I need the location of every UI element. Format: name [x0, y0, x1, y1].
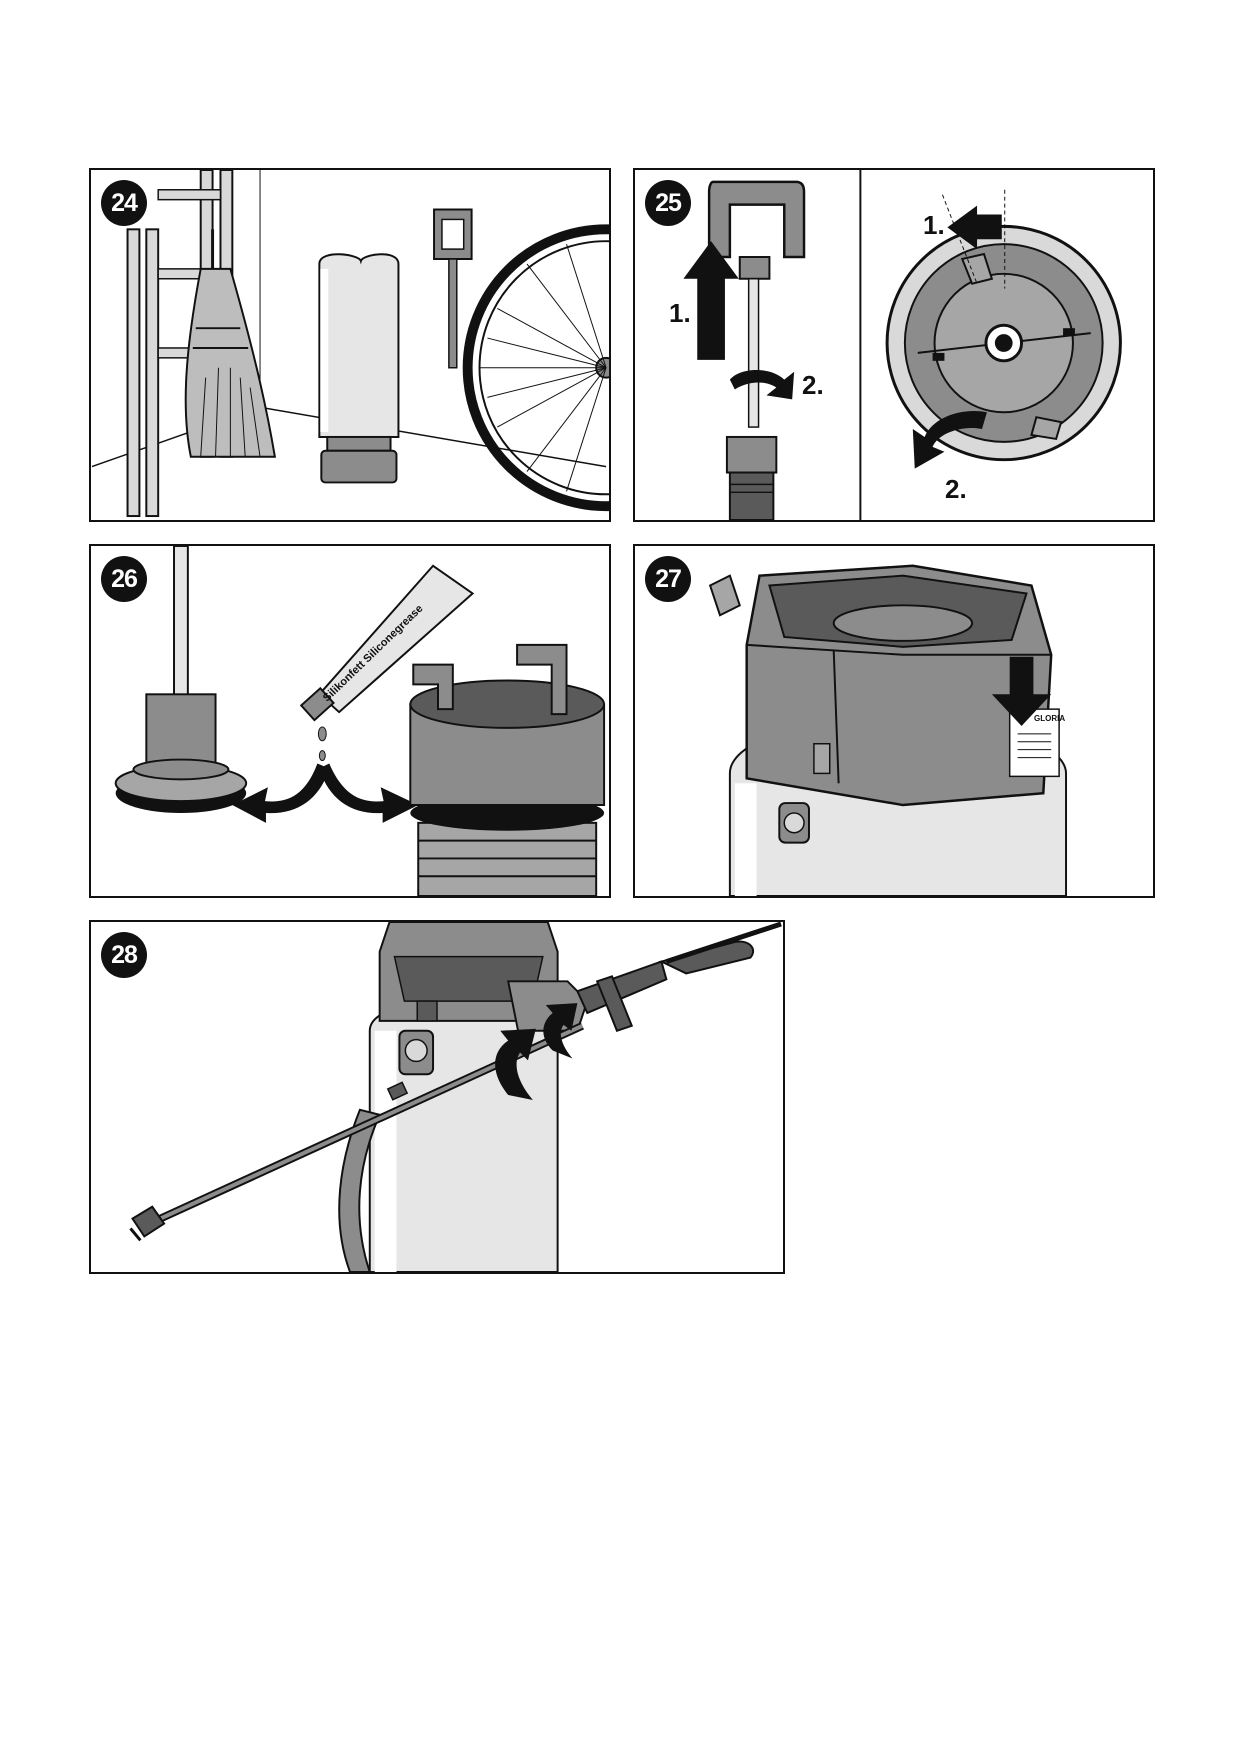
figure-number-badge: 26	[101, 556, 147, 602]
arrow-right-icon	[319, 763, 419, 823]
grease-tube-icon	[299, 564, 475, 762]
spray-handle-icon	[576, 922, 782, 1032]
figure-number-badge: 25	[645, 180, 691, 226]
arrow-up-icon	[683, 241, 739, 360]
rotate-arrow-icon	[729, 369, 795, 400]
step-label: 2.	[802, 370, 824, 400]
step-label: 1.	[669, 298, 691, 328]
brand-label-text: GLORIA	[1034, 714, 1066, 723]
figure-number-badge: 27	[645, 556, 691, 602]
lubrication-illustration	[114, 546, 606, 896]
spray-lance-mounting-illustration	[129, 922, 782, 1272]
tank-neck-illustration	[708, 564, 1068, 896]
cylinder-top-icon	[409, 643, 606, 896]
pump-handle-icon	[707, 180, 806, 520]
filler-neck-icon	[378, 922, 589, 1076]
arrow-left-icon	[947, 205, 1002, 250]
figure-26: 26 Sil	[89, 544, 611, 898]
pressure-valve-icon	[778, 802, 810, 844]
figure-27: 27 GLORIA	[633, 544, 1155, 898]
tank-icon	[318, 253, 400, 484]
filler-neck-icon	[708, 564, 1053, 807]
pump-rod-icon	[433, 208, 473, 369]
figure-24: 24	[89, 168, 611, 522]
figure-28: 28	[89, 920, 785, 1274]
rotate-arrow-icon	[912, 410, 987, 469]
figure-number-badge: 28	[101, 932, 147, 978]
carrying-strap-icon	[338, 1108, 382, 1272]
step-label: 2.	[945, 474, 967, 504]
step-label: 1.	[923, 210, 945, 240]
arrow-down-icon	[991, 656, 1052, 726]
pump-piston-icon	[114, 546, 248, 813]
pump-cap-top-view-icon	[885, 224, 1122, 462]
figure-number-badge: 24	[101, 180, 147, 226]
bicycle-wheel-icon	[462, 224, 609, 512]
figure-25: 25	[633, 168, 1155, 522]
arrow-left-icon	[232, 763, 330, 823]
pump-removal-illustration	[683, 170, 1122, 520]
broom-icon	[184, 229, 277, 458]
rotate-arrow-icon	[495, 1028, 536, 1100]
rotate-arrow-icon	[543, 1003, 578, 1059]
storage-scene-illustration	[91, 170, 609, 518]
